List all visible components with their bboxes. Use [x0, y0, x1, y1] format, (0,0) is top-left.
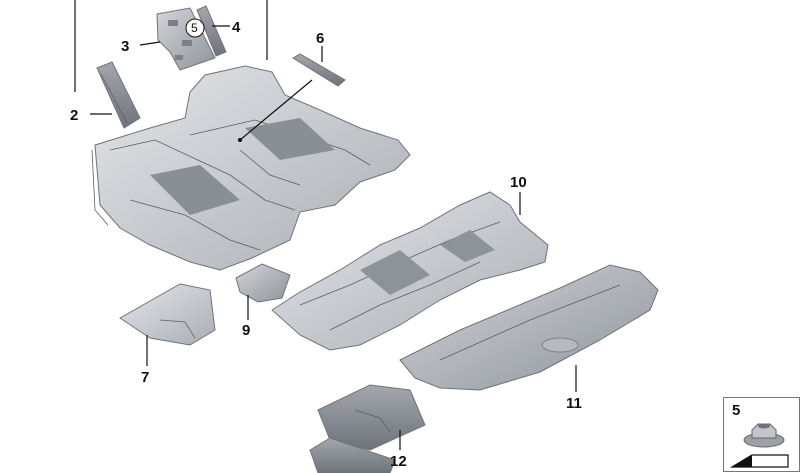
part-4-strip: [196, 5, 227, 57]
callout-12: 12: [390, 453, 407, 470]
callout-9: 9: [242, 322, 250, 339]
part-2-insulation-strip: [96, 61, 141, 129]
callout-5: 5: [191, 21, 198, 35]
callout-4: 4: [232, 19, 241, 36]
part-9-piece: [235, 263, 291, 303]
callout-7: 7: [141, 369, 149, 386]
circled-ref-5: [185, 18, 205, 38]
leader-6-pointer: [239, 79, 313, 141]
part-10-rear-carpet: [271, 191, 549, 351]
inset-box-nut: 5: [723, 397, 800, 451]
bottom-strip: [309, 437, 396, 473]
arrow-icon: [730, 454, 789, 468]
inset-label: 5: [732, 402, 741, 419]
callout-6: 6: [316, 30, 324, 47]
flange-nut-icon: [743, 423, 785, 448]
inset-box-arrow: [723, 449, 800, 472]
callout-2: 2: [70, 107, 78, 124]
part-7-panel: [119, 283, 216, 346]
part-6-bar: [292, 53, 346, 87]
part-5-inset: 5: [723, 397, 800, 473]
leader-3: [139, 41, 161, 46]
part-3-bracket: [156, 7, 216, 71]
callout-10: 10: [510, 174, 527, 191]
front-floor-carpet: [91, 65, 411, 271]
callout-11: 11: [566, 395, 582, 412]
callout-3: 3: [121, 38, 129, 55]
leader-6-dot: [238, 138, 242, 142]
part-11-underbody-panel: [399, 264, 659, 391]
